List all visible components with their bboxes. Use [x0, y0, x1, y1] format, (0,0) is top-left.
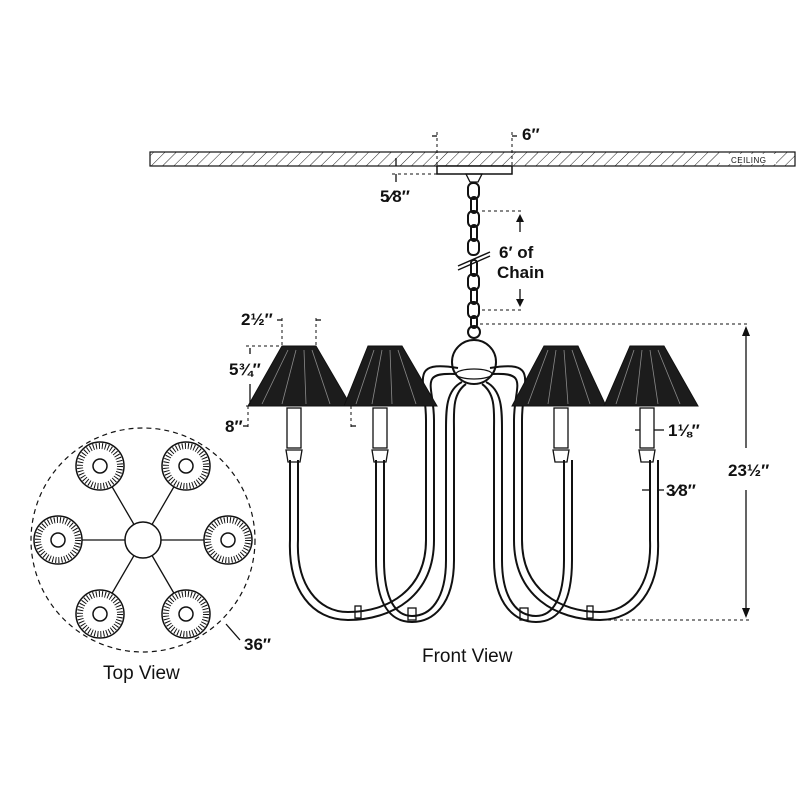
canopy-height-label: 5⁄8″ [380, 187, 410, 206]
canopy-width-label: 6″ [522, 125, 540, 144]
shade-inner-left [343, 345, 438, 407]
overall-height-label: 23½″ [728, 461, 769, 480]
diameter-leader [225, 623, 241, 641]
shade-height-label: 5¾″ [229, 360, 261, 379]
socket-width-label: 1⅛″ [668, 421, 700, 440]
chain-label-line1: 6′ of [499, 243, 534, 262]
ceiling-label: CEILING [731, 156, 767, 165]
arms [288, 365, 660, 624]
diameter-label: 36″ [244, 635, 271, 654]
chain [457, 182, 491, 339]
shades [247, 345, 699, 407]
ceiling: CEILING [149, 151, 796, 167]
canopy [436, 165, 513, 183]
sockets [285, 407, 656, 463]
top-view [30, 427, 256, 653]
top-view-shade-2 [161, 441, 211, 491]
top-view-shade-1 [75, 441, 125, 491]
shade-inner-right [511, 345, 607, 407]
top-view-label: Top View [103, 663, 180, 684]
center-ball [451, 339, 497, 385]
dimension-lines [243, 132, 750, 621]
top-view-shade-6 [161, 589, 211, 639]
chain-label-line2: Chain [497, 263, 544, 282]
shade-far-left [247, 345, 352, 407]
arm-width-label: 3⁄8″ [666, 481, 696, 500]
shade-far-right [603, 345, 699, 407]
top-view-shade-3 [33, 515, 83, 565]
front-view-label: Front View [422, 646, 513, 667]
top-view-shade-5 [75, 589, 125, 639]
top-view-shade-4 [203, 515, 253, 565]
shade-bottom-label: 8″ [225, 417, 243, 436]
shade-top-label: 2½″ [241, 310, 273, 329]
